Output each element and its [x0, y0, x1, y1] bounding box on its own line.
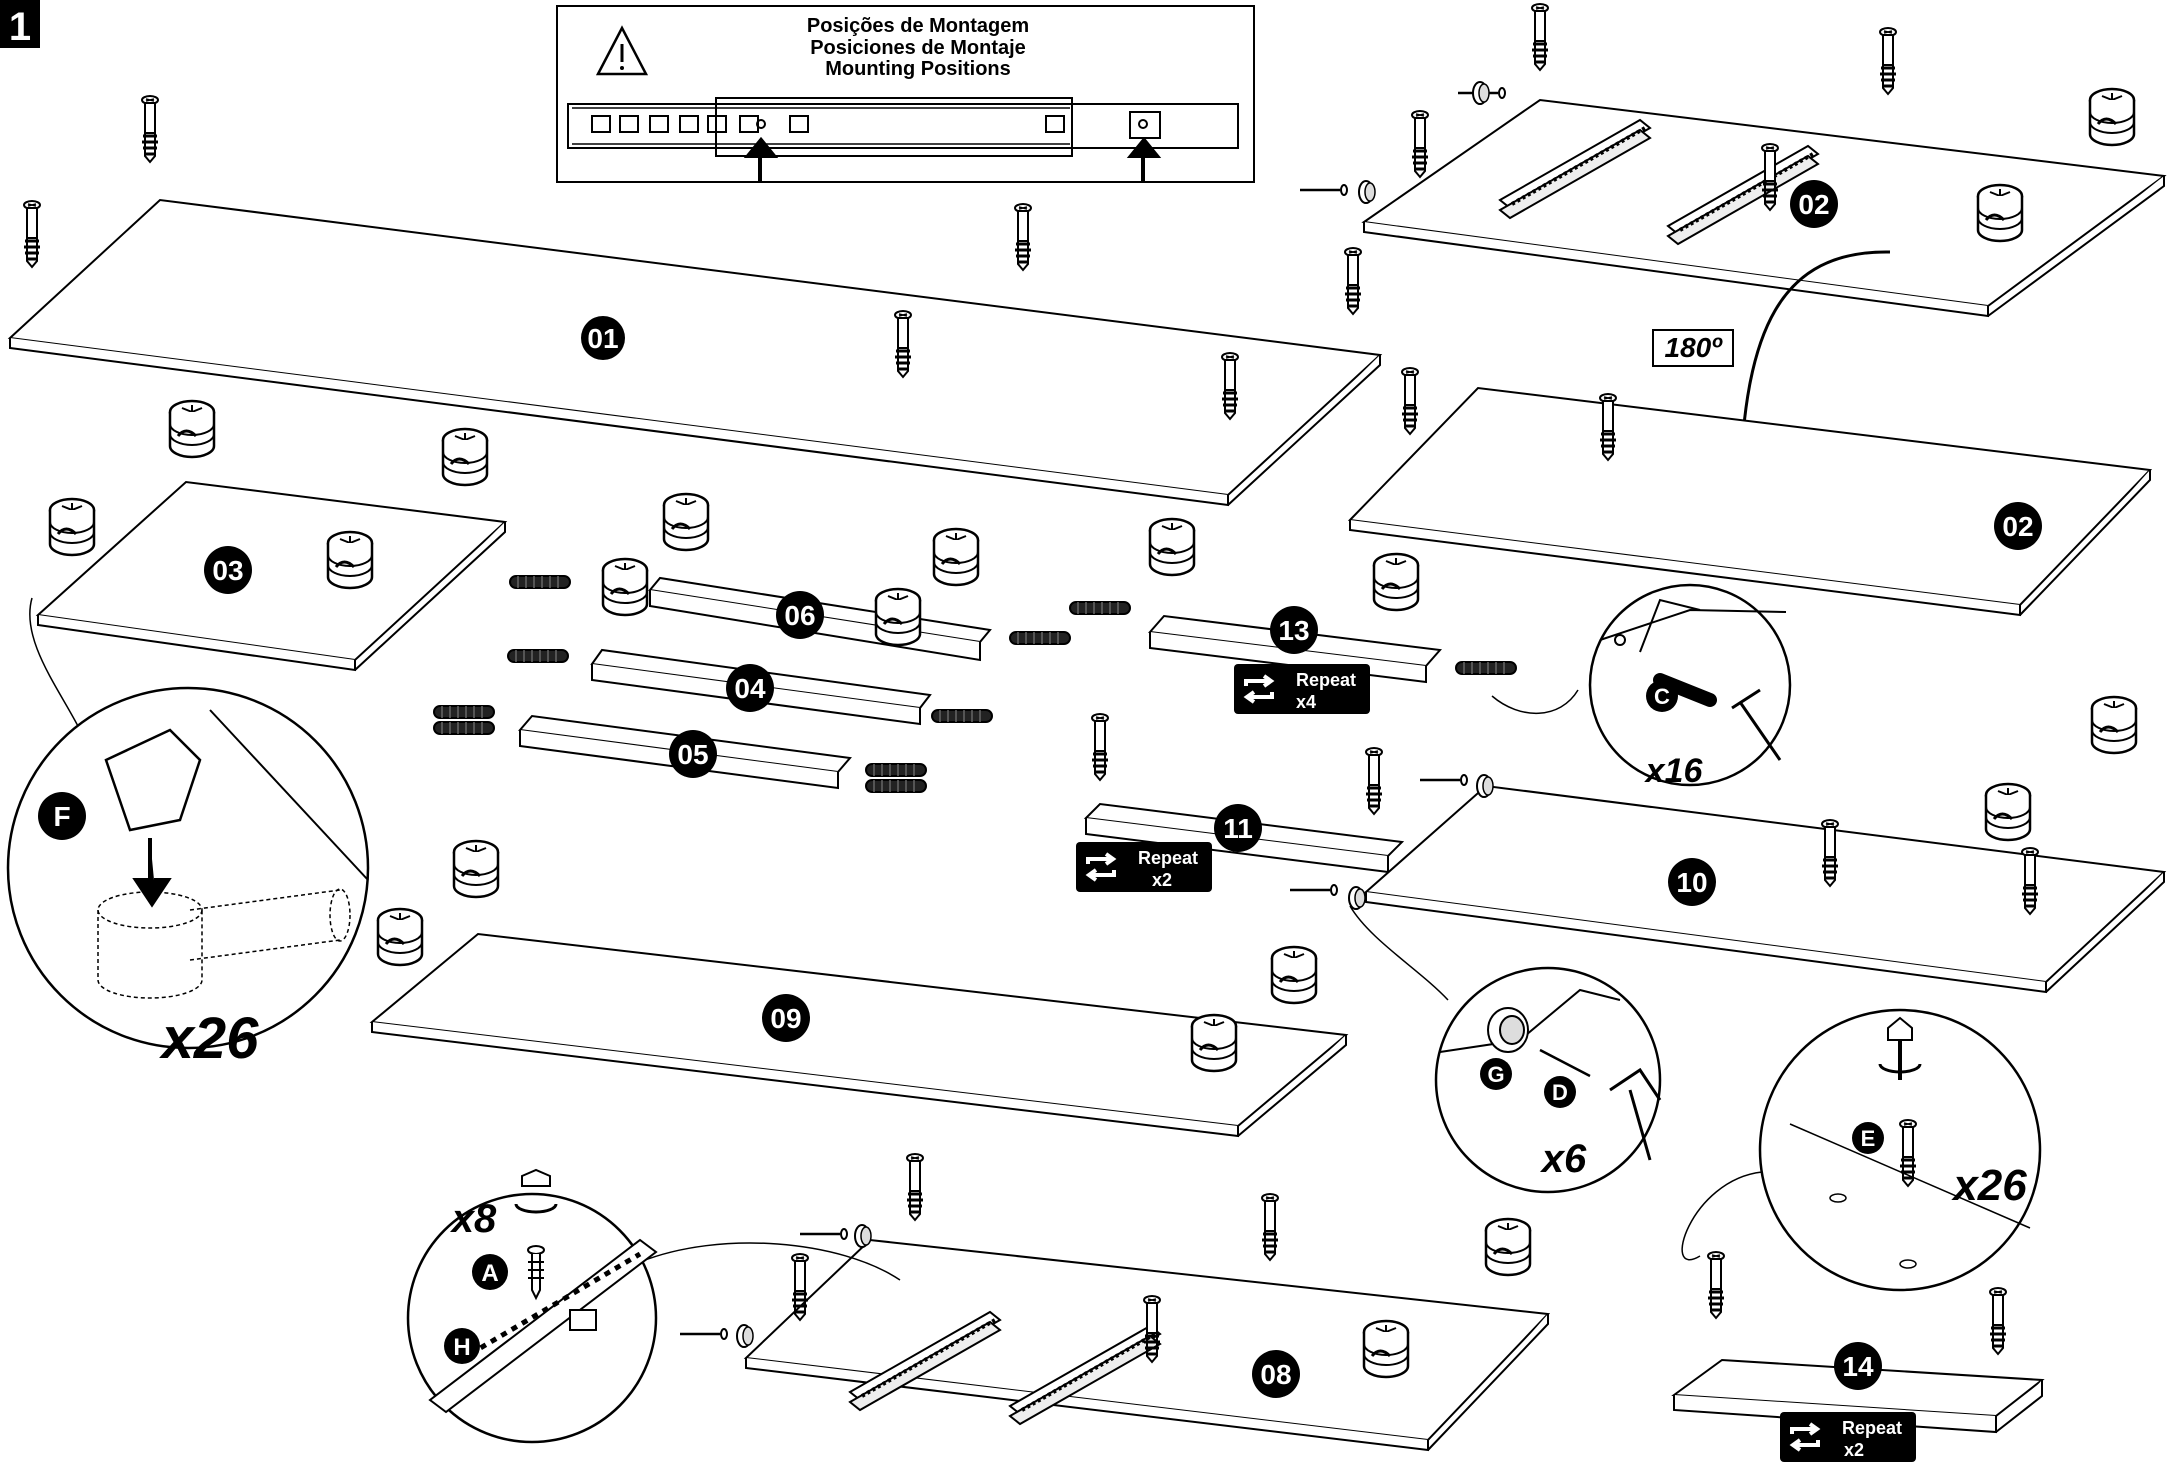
repeat-word-13: Repeat	[1296, 670, 1356, 690]
step-number: 1	[9, 5, 31, 49]
panel-14-label: 14	[1842, 1351, 1874, 1382]
hardware-a-label: A	[481, 1260, 498, 1287]
warning-title-es: Posiciones de Montaje	[810, 37, 1026, 59]
repeat-badge-14: Repeat x2	[1780, 1412, 1916, 1462]
panel-06: 06	[509, 492, 1071, 662]
panel-08-label: 08	[1260, 1359, 1291, 1390]
repeat-count-14: x2	[1844, 1440, 1864, 1460]
panel-08: 08	[678, 1152, 1551, 1452]
warning-icon	[595, 25, 649, 76]
panel-13-label: 13	[1278, 615, 1309, 646]
panel-02-bottom: 02	[1347, 366, 2153, 617]
repeat-count-13: x4	[1296, 692, 1316, 712]
repeat-badge-11: Repeat x2	[1076, 842, 1212, 892]
panel-06-label: 06	[784, 600, 815, 631]
repeat-word-11: Repeat	[1138, 848, 1198, 868]
detail-gd-callout: G D x6	[1349, 905, 1662, 1194]
repeat-word-14: Repeat	[1842, 1418, 1902, 1438]
detail-e-callout: E x26	[1681, 1008, 2042, 1292]
panel-03: 03	[35, 399, 508, 672]
panel-04-label: 04	[734, 673, 766, 704]
panel-03-label: 03	[212, 555, 243, 586]
panel-02-top-label: 02	[1798, 189, 1829, 220]
count-c: x16	[1644, 752, 1704, 790]
hardware-d-label: D	[1552, 1080, 1568, 1105]
panel-11: 11	[1083, 712, 1405, 874]
panel-09-label: 09	[770, 1003, 801, 1034]
repeat-badge-13: Repeat x4	[1234, 664, 1370, 714]
panel-01-label: 01	[587, 323, 618, 354]
rotation-label: 180º	[1665, 332, 1724, 363]
panel-10: 10	[1288, 695, 2167, 994]
slide-rail-diagram	[567, 97, 1239, 182]
panel-02-bottom-label: 02	[2002, 511, 2033, 542]
step-badge: 1	[0, 0, 40, 49]
rotation-arrow: 180º	[1652, 250, 1891, 502]
panel-04: 04	[507, 648, 993, 726]
panel-02-top: 02	[1298, 2, 2167, 318]
warning-title-pt: Posições de Montagem	[807, 15, 1029, 37]
panel-05-label: 05	[677, 739, 708, 770]
detail-ah-callout: A H x8	[406, 1168, 901, 1444]
warning-title-en: Mounting Positions	[825, 58, 1011, 80]
count-e: x26	[1951, 1161, 2027, 1210]
count-a: x8	[450, 1197, 497, 1241]
hardware-e-label: E	[1861, 1126, 1876, 1151]
count-gd: x6	[1540, 1137, 1587, 1181]
panel-10-label: 10	[1676, 867, 1707, 898]
detail-f-callout: F x26	[6, 597, 370, 1071]
repeat-count-11: x2	[1152, 870, 1172, 890]
panel-05: 05	[433, 705, 927, 793]
hardware-f-label: F	[53, 801, 70, 832]
hardware-g-label: G	[1487, 1062, 1504, 1087]
count-f: x26	[159, 1006, 260, 1071]
panel-01: 01	[7, 94, 1383, 507]
hardware-c-label: C	[1654, 684, 1670, 709]
hardware-h-label: H	[453, 1334, 470, 1361]
detail-c-callout: C x16	[1491, 583, 1792, 790]
panel-11-label: 11	[1223, 813, 1253, 844]
mounting-warning-box: Posições de Montagem Posiciones de Monta…	[556, 5, 1255, 183]
panel-09: 09	[369, 839, 1349, 1138]
